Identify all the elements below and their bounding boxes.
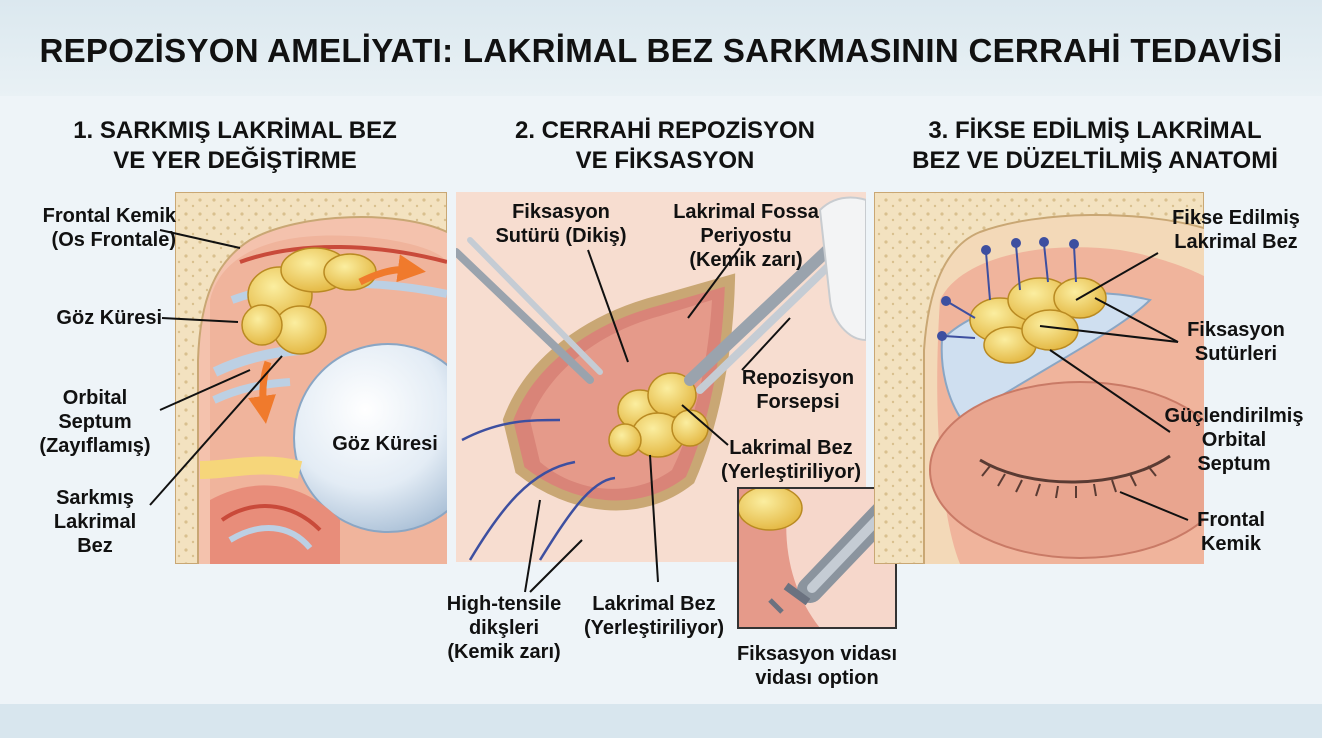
frontal-bone-shape-3 xyxy=(874,192,1204,564)
panel-2-title: 2. CERRAHİ REPOZİSYON VE FİKSASYON xyxy=(465,116,865,176)
label-prolapsed-gland: Sarkmış Lakrimal Bez xyxy=(53,487,137,557)
fixation-sutures-shape xyxy=(937,237,1079,341)
displacement-arrow-right xyxy=(358,254,426,286)
label-fixation-sutures: Fiksasyon Sutürleri xyxy=(1187,319,1285,365)
label-fossa-periosteum: Lakrimal Fossa Periyostu (Kemik zarı) xyxy=(673,201,819,271)
label-frontal-bone: Frontal Kemik (Os Frontale) xyxy=(42,205,176,251)
label-frontal-bone-3: Frontal Kemik xyxy=(1197,509,1265,555)
label-fixation-suture: Fiksasyon Sutürü (Dikiş) xyxy=(495,201,627,247)
panel-2-title-line-2: VE FİKSASYON xyxy=(575,147,755,174)
label-forceps: Repozisyon Forsepsi xyxy=(741,367,855,413)
title-band xyxy=(0,0,1322,96)
label-eyeball-center: Göz Küresi xyxy=(332,433,438,455)
label-orbital-septum: Orbital Septum (Zayıflamış) xyxy=(39,387,151,457)
panel-1-title: 1. SARKMIŞ LAKRİMAL BEZ VE YER DEĞİŞTİRM… xyxy=(40,116,430,176)
eyeball-shape xyxy=(293,343,447,533)
screw-inset xyxy=(738,488,896,628)
label-eyeball-left: Göz Küresi xyxy=(56,307,162,329)
panel-1-illustration xyxy=(175,192,447,564)
label-gland-bottom: Lakrimal Bez (Yerleştiriliyor) xyxy=(583,593,725,639)
prolapsed-gland-shape xyxy=(241,247,377,355)
label-reinforced-septum: Güçlendirilmiş Orbital Septum xyxy=(1164,405,1304,475)
panel-3-title-line-1: 3. FİKSE EDİLMİŞ LAKRİMAL xyxy=(928,117,1262,144)
panel-1-title-line-2: VE YER DEĞİŞTİRME xyxy=(113,147,357,174)
panel-2-title-line-1: 2. CERRAHİ REPOZİSYON xyxy=(514,117,816,144)
closed-eyelid-shape xyxy=(929,381,1204,559)
label-high-tensile: High-tensile dikşleri (Kemik zarı) xyxy=(446,593,562,663)
frontal-bone-shape xyxy=(175,192,447,564)
displacement-arrow-down xyxy=(248,360,276,424)
panel-1-title-line-1: 1. SARKMIŞ LAKRİMAL BEZ xyxy=(73,117,397,144)
panel-3-title-line-2: BEZ VE DÜZELTİLMİŞ ANATOMİ xyxy=(912,147,1278,174)
label-screw: Fiksasyon vidası vidası option xyxy=(736,643,898,689)
leader-lines xyxy=(149,229,1189,593)
footer-band xyxy=(0,704,1322,738)
panel-3-title: 3. FİKSE EDİLMİŞ LAKRİMAL BEZ VE DÜZELTİ… xyxy=(880,116,1310,176)
page-title: REPOZİSYON AMELİYATI: LAKRİMAL BEZ SARKM… xyxy=(39,32,1283,69)
label-fixed-gland: Fikse Edilmiş Lakrimal Bez xyxy=(1172,207,1300,253)
label-gland-right: Lakrimal Bez (Yerleştiriliyor) xyxy=(720,437,862,483)
